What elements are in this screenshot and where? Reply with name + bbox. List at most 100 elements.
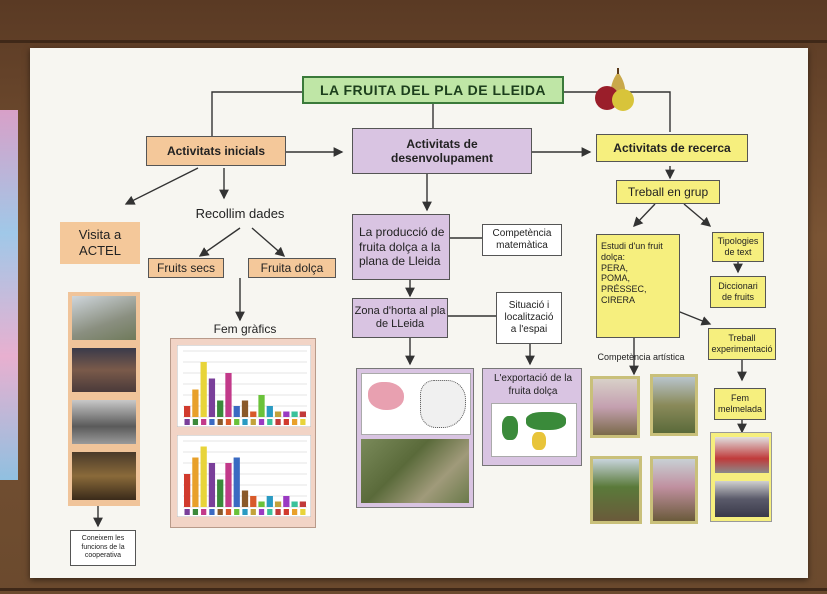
estudi-item: POMA,: [601, 273, 631, 284]
chart-bar: [274, 501, 282, 507]
chart-category-icon: [242, 419, 248, 425]
chart-bar: [283, 411, 290, 417]
chart-bar: [258, 501, 265, 507]
fem-melmelada: Fem melmelada: [714, 388, 766, 420]
chart-bar: [250, 411, 257, 417]
estudi-item: CIRERA: [601, 294, 636, 305]
coneixem-line1: Coneixem les: [81, 535, 125, 543]
header-activitats-desenvolupament: Activitats de desenvolupament: [352, 128, 532, 174]
treball-experimentacio: Treball experimentació: [708, 328, 776, 360]
treball-exp-line2: experimentació: [711, 344, 773, 354]
chart-bar: [250, 496, 257, 507]
chart-category-icon: [217, 419, 223, 425]
diccionari-fruits: Diccionari de fruits: [710, 276, 766, 308]
chart-category-icon: [291, 419, 298, 425]
exportacio-title: L'exportació de la fruita dolça: [483, 373, 583, 398]
chart-category-icon: [201, 509, 207, 515]
chart-bar: [225, 463, 232, 507]
chart-bar: [291, 501, 298, 507]
world-map-land: [526, 412, 566, 430]
chart-bar: [217, 479, 224, 507]
satellite-photo: [361, 439, 469, 503]
chart-bar: [233, 457, 240, 507]
chart-bar: [200, 446, 207, 507]
photo-melmelada-1: [715, 437, 769, 473]
chart-bar: [225, 373, 232, 417]
exportacio-line2: fruita dolça: [508, 385, 558, 397]
visita-line1: Visita a: [78, 227, 122, 243]
zona-horta: Zona d'horta al pla de LLeida: [352, 298, 448, 338]
bar-chart-fruita-dolca: [177, 435, 311, 517]
header-center-line2: desenvolupament: [390, 151, 494, 165]
diccionari-line1: Diccionari: [718, 281, 758, 292]
world-map-land: [502, 416, 518, 440]
estudi-line2: dolça:: [601, 251, 626, 262]
coneixem-line2: funcions de la: [81, 543, 125, 551]
estudi-item: PERA,: [601, 262, 629, 273]
chart-bar: [241, 400, 249, 417]
chart-category-icon: [184, 419, 190, 425]
zona-line1: Zona d'horta al pla: [354, 304, 446, 317]
tipologies-line1: Tipologies: [717, 236, 759, 247]
chart-category-icon: [192, 419, 199, 425]
visita-line2: ACTEL: [79, 243, 121, 258]
actel-photo-strip: [68, 292, 140, 506]
chart-bar: [299, 501, 306, 507]
photo-actel-4: [72, 452, 136, 500]
chart-bar: [192, 389, 199, 417]
header-center-line1: Activitats de: [406, 136, 478, 151]
photo-actel-1: [72, 296, 136, 340]
situacio-localitzacio: Situació i localització a l'espai: [496, 292, 562, 344]
photo-melmelada-2: [715, 481, 769, 517]
photo-actel-3: [72, 400, 136, 444]
poster-title: LA FRUITA DEL PLA DE LLEIDA: [302, 76, 564, 104]
header-activitats-inicials: Activitats inicials: [146, 136, 286, 166]
chart-category-icon: [225, 509, 232, 515]
photo-tree-1: [590, 376, 640, 438]
chart-bar: [208, 463, 216, 507]
estudi-fruit: Estudi d'un fruit dolça: PERA, POMA, PRÉ…: [596, 234, 680, 338]
chart-category-icon: [283, 509, 289, 515]
produccio-line3: plana de Lleida: [359, 254, 441, 269]
produccio-line2: fruita dolça a la: [359, 239, 441, 254]
chart-category-icon: [275, 419, 281, 425]
chart-bar: [184, 406, 191, 417]
fruit-decoration-icon: [595, 68, 634, 111]
chart-category-icon: [192, 509, 199, 515]
fem-melmelada-line1: Fem: [731, 393, 749, 404]
chart-category-icon: [250, 509, 256, 515]
bar-chart-fruits-secs: [177, 345, 311, 427]
estudi-item: PRÉSSEC,: [601, 284, 647, 295]
tipologies-line2: de text: [724, 247, 752, 257]
chart-category-icon: [267, 509, 273, 515]
competencia-mat-line1: Competència: [492, 228, 552, 239]
chart-bar: [233, 406, 240, 417]
competencia-artistica: Competència artística: [597, 352, 685, 362]
chart-category-icon: [201, 419, 207, 425]
coneixem-line3: cooperativa: [84, 552, 122, 560]
produccio-fruita: La producció de fruita dolça a la plana …: [352, 214, 450, 280]
chart-bar: [192, 457, 199, 507]
competencia-matematica: Competència matemàtica: [482, 224, 562, 256]
wall-stripe: [0, 588, 827, 591]
treball-en-grup: Treball en grup: [616, 180, 720, 204]
photo-tree-3: [590, 456, 642, 524]
chart-category-icon: [267, 419, 273, 425]
chart-bar: [184, 474, 191, 507]
charts-panel: [170, 338, 316, 528]
melmelada-photos: [710, 432, 772, 522]
chart-category-icon: [234, 419, 240, 425]
fruita-dolca-box: Fruita dolça: [248, 258, 336, 278]
chart-bar: [266, 406, 273, 417]
chart-category-icon: [209, 419, 215, 425]
header-activitats-recerca: Activitats de recerca: [596, 134, 748, 162]
visita-actel: Visita a ACTEL: [60, 222, 140, 264]
neighbor-poster-edge: [0, 110, 18, 480]
map-spain-shape: [368, 382, 404, 410]
coneixem-funcions: Coneixem les funcions de la cooperativa: [70, 530, 136, 566]
chart-category-icon: [209, 509, 215, 515]
chart-bar: [241, 490, 249, 507]
wall-stripe: [0, 40, 827, 43]
chart-category-icon: [258, 509, 265, 515]
produccio-line1: La producció de: [359, 225, 445, 240]
